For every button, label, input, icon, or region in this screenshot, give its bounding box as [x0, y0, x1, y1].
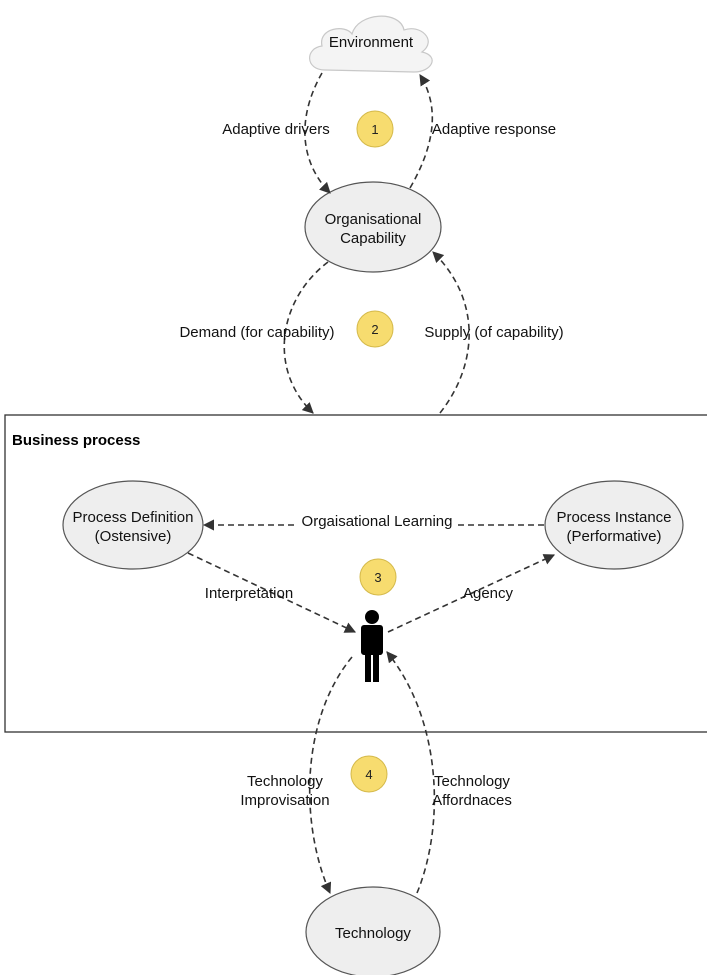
arrow-adaptive-drivers — [304, 72, 331, 194]
label-interpretation: Interpretation — [205, 585, 293, 602]
process-instance-node: Process Instance (Performative) — [544, 480, 684, 570]
arrow-interpretation — [187, 552, 357, 633]
arrow-adaptive-response — [409, 74, 434, 189]
arrow-supply — [432, 251, 470, 414]
badge-1: 1 — [356, 110, 394, 148]
technology-label: Technology — [335, 925, 411, 942]
label-adaptive-drivers: Adaptive drivers — [222, 121, 330, 138]
technology-node: Technology — [305, 886, 441, 975]
business-process-box — [4, 414, 707, 733]
person-icon — [361, 610, 383, 682]
badge-4-number: 4 — [365, 767, 372, 782]
label-organisational-learning: Orgaisational Learning — [302, 513, 453, 530]
process-definition-line1: Process Definition — [73, 509, 194, 526]
arrow-agency — [387, 554, 556, 633]
process-definition-node: Process Definition (Ostensive) — [62, 480, 204, 570]
label-technology-improvisation-line2: Improvisation — [240, 792, 329, 809]
badge-1-number: 1 — [371, 122, 378, 137]
environment-cloud: Environment — [309, 15, 433, 73]
badge-3-number: 3 — [374, 570, 381, 585]
badge-2-number: 2 — [371, 322, 378, 337]
badge-3: 3 — [359, 558, 397, 596]
label-supply: Supply (of capability) — [424, 324, 563, 341]
arrow-technology-affordances — [386, 651, 436, 894]
label-technology-affordances-line2: Affordnaces — [432, 792, 512, 809]
organisational-capability-line1: Organisational — [325, 211, 422, 228]
badge-4: 4 — [350, 755, 388, 793]
organisational-capability-node: Organisational Capability — [304, 181, 442, 273]
organisational-capability-line2: Capability — [340, 230, 406, 247]
business-process-title: Business process — [12, 432, 140, 449]
label-demand: Demand (for capability) — [179, 324, 334, 341]
label-adaptive-response: Adaptive response — [432, 121, 556, 138]
process-definition-line2: (Ostensive) — [95, 528, 172, 545]
label-technology-affordances-line1: Technology — [434, 773, 510, 790]
process-instance-line2: (Performative) — [566, 528, 661, 545]
arrow-demand — [283, 261, 329, 414]
environment-label: Environment — [329, 34, 414, 51]
process-instance-line1: Process Instance — [556, 509, 671, 526]
arrow-technology-improvisation — [308, 656, 353, 895]
badge-2: 2 — [356, 310, 394, 348]
label-technology-improvisation-line1: Technology — [247, 773, 323, 790]
label-agency: Agency — [463, 585, 514, 602]
